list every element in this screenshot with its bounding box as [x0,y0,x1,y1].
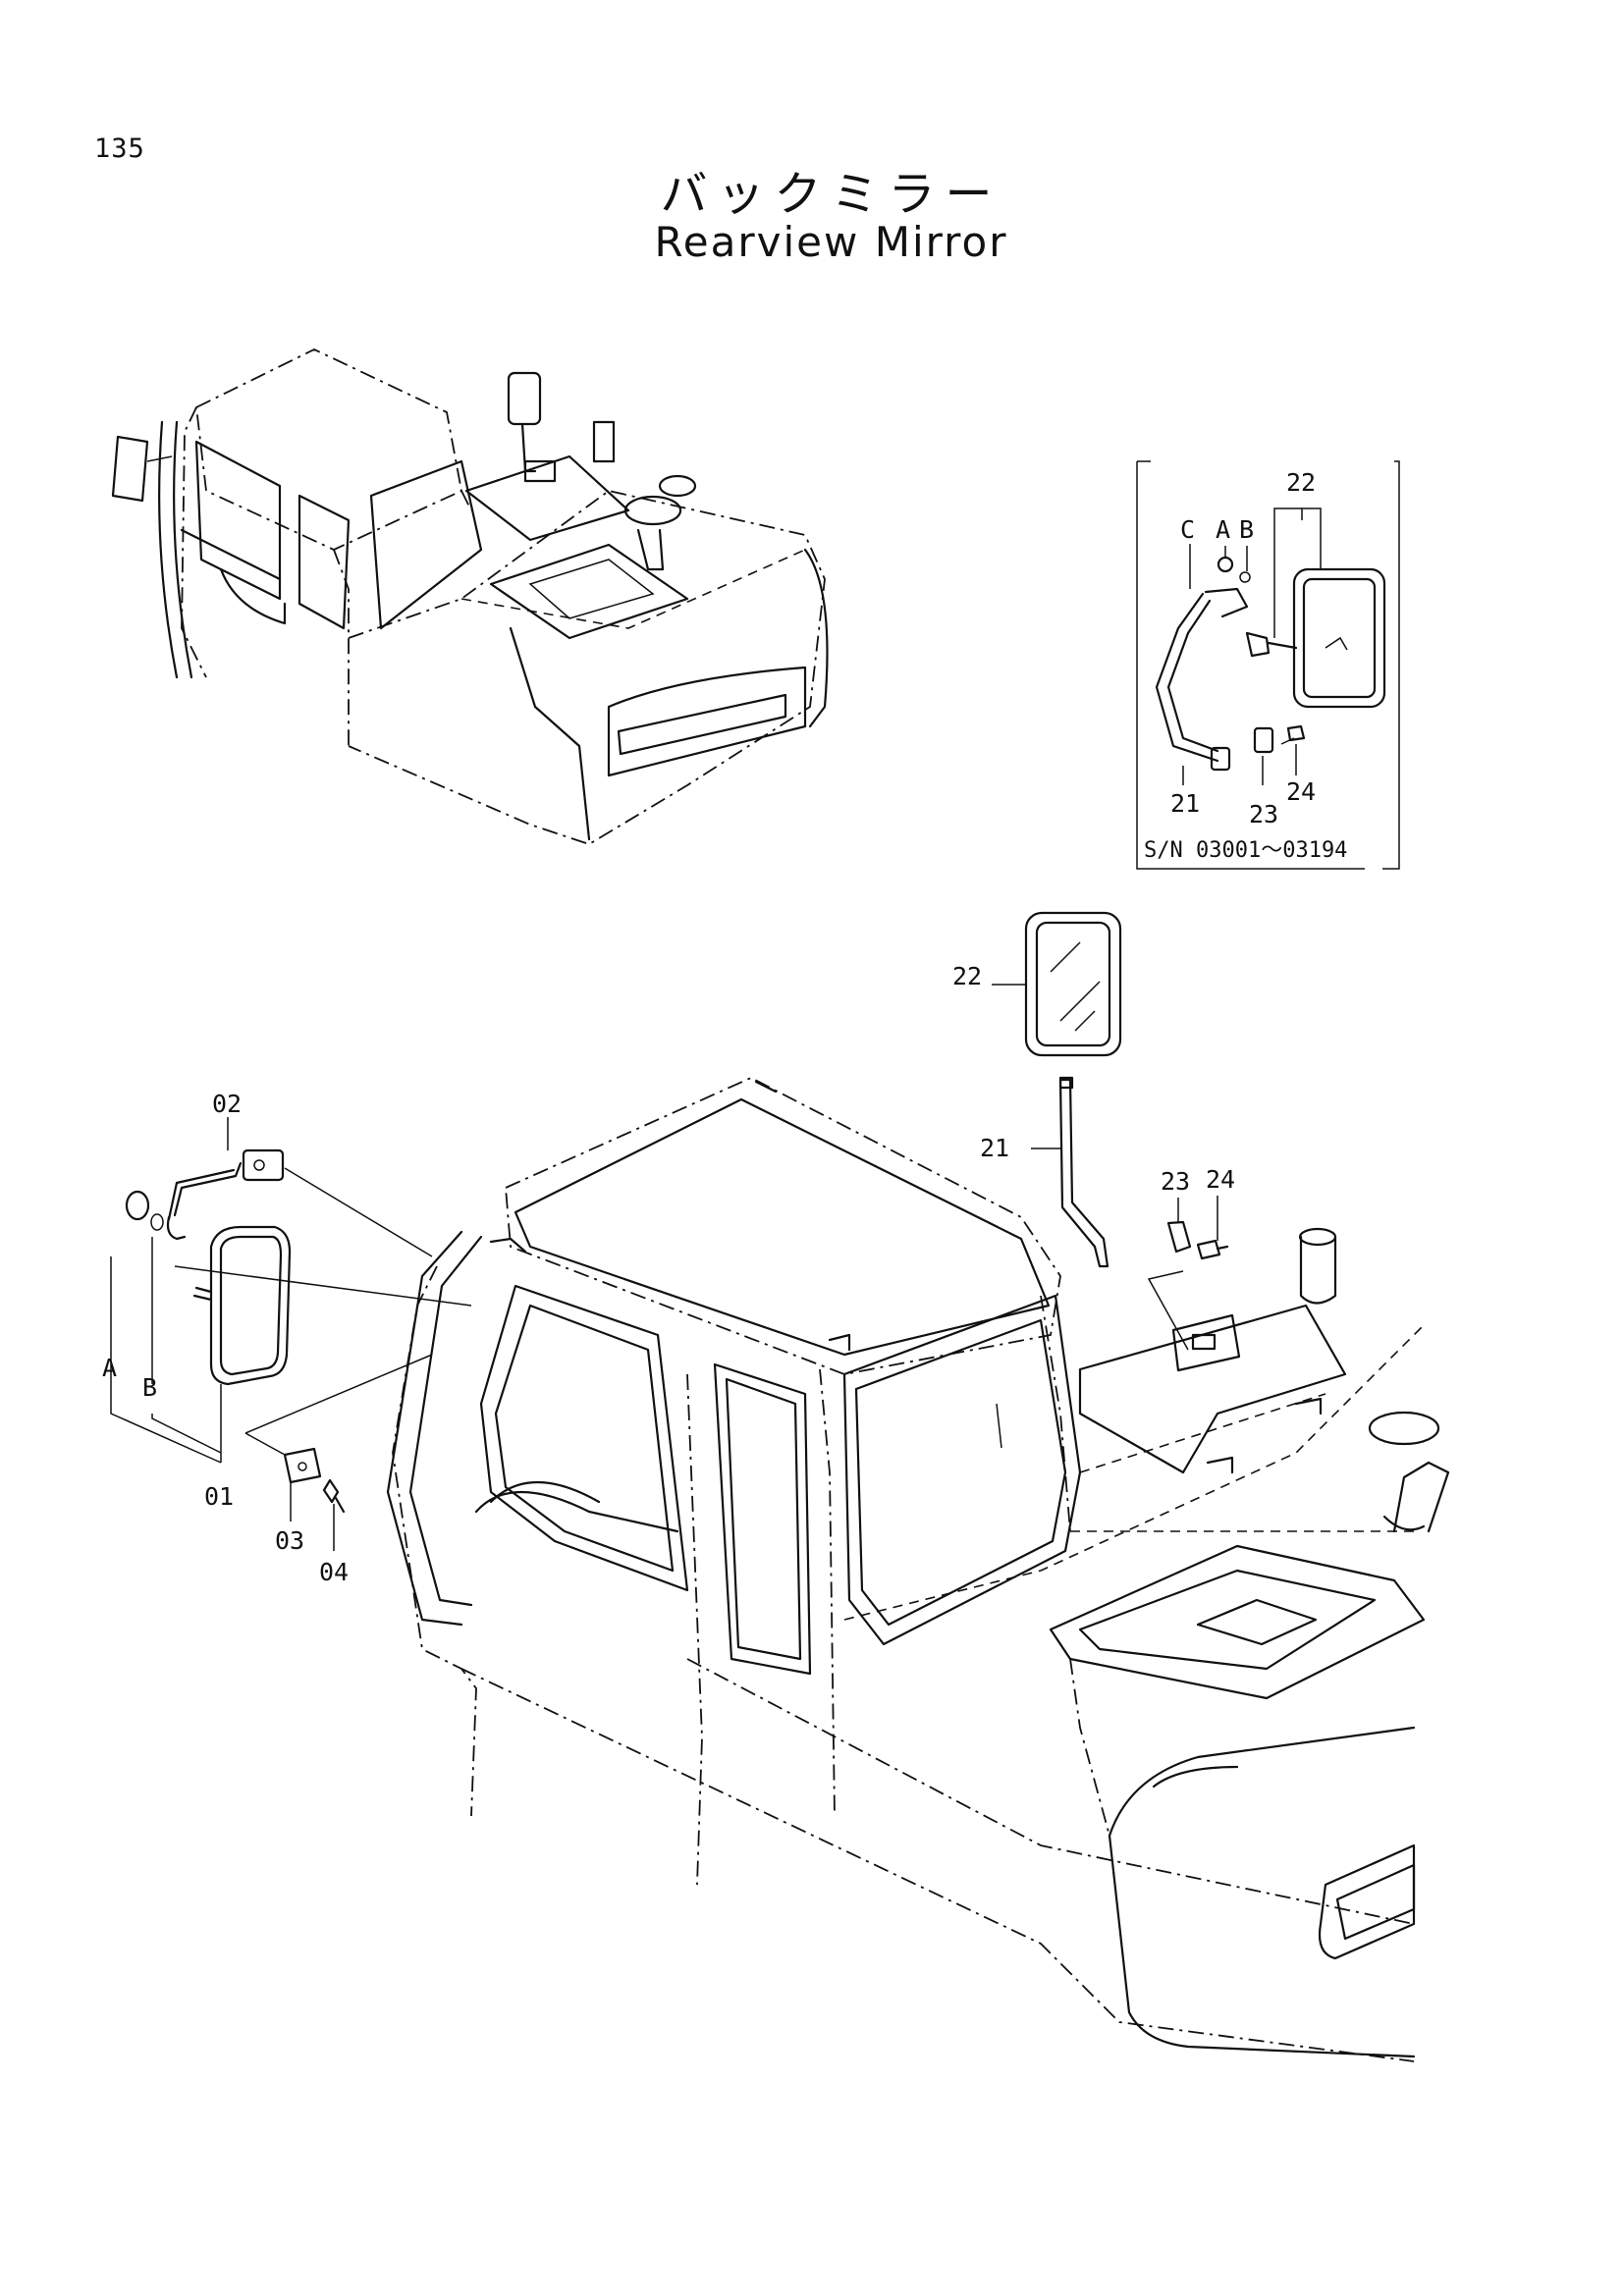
inset-label-c: C [1180,515,1195,544]
inset-label-22: 22 [1286,468,1316,497]
overview-machine-drawing [111,348,829,845]
left-mirror-assembly: 02 A B 01 03 04 [102,1090,472,1586]
label-02: 02 [212,1090,242,1118]
label-03: 03 [275,1526,304,1555]
page-number: 135 [94,133,145,164]
inset-label-a: A [1216,515,1230,544]
label-a: A [102,1354,117,1382]
inset-label-21: 21 [1170,789,1200,818]
label-21: 21 [980,1134,1009,1162]
inset-variant-box: 22 C A B 21 23 24 S/N 03001～03194 [1136,460,1400,870]
label-b: B [142,1373,157,1402]
inset-label-24: 24 [1286,777,1316,806]
page-title-japanese: バックミラー [660,167,1002,222]
inset-label-23: 23 [1249,800,1278,828]
serial-range: S/N 03001～03194 [1144,838,1347,863]
main-machine-drawing [386,1077,1450,2062]
label-23: 23 [1161,1167,1190,1196]
inset-label-b: B [1239,515,1254,544]
label-24: 24 [1206,1165,1235,1194]
label-01: 01 [204,1482,234,1511]
label-04: 04 [319,1558,349,1586]
label-22: 22 [952,962,982,990]
page-title-english: Rearview Mirror [654,218,1008,266]
right-mirror-assembly: 22 21 23 24 [952,911,1235,1268]
